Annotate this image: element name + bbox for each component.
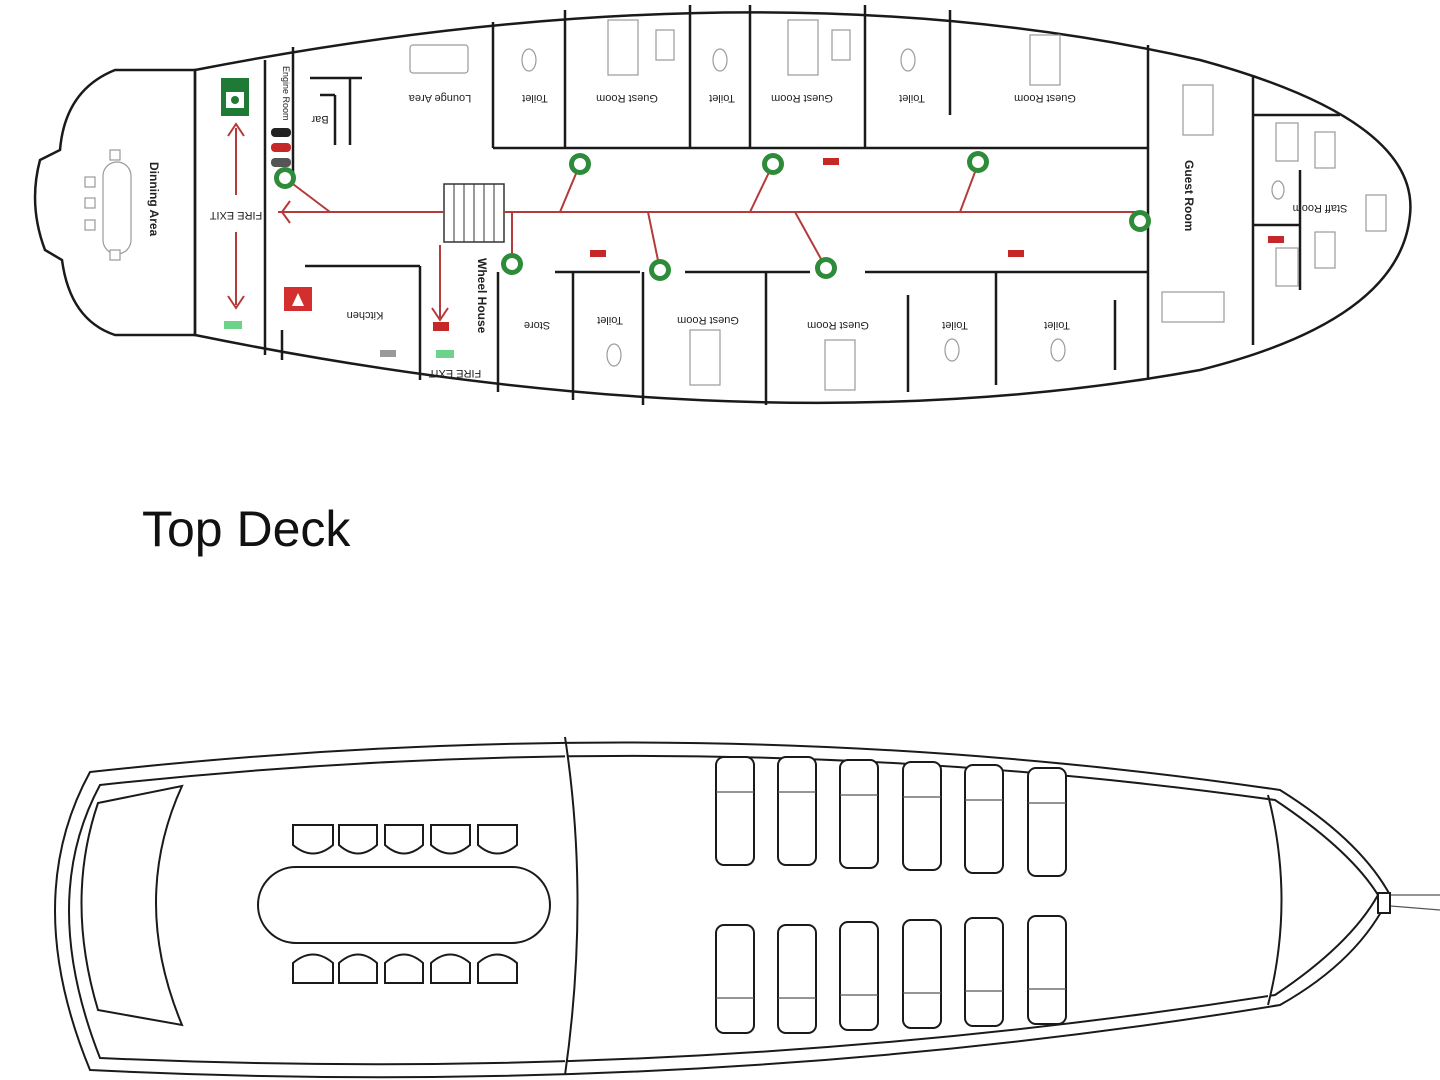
chair — [84, 176, 96, 188]
toilet-fixture — [944, 338, 960, 362]
toilet-label: Toilet — [942, 319, 968, 331]
fire-alarm-icon — [284, 287, 312, 311]
dining-bow — [33, 68, 197, 337]
chair — [109, 149, 121, 161]
chair — [84, 197, 96, 209]
toilet-fixture — [1050, 338, 1066, 362]
assembly-point-icon — [649, 259, 671, 281]
dining-table — [102, 161, 132, 255]
sun-loungers-top — [715, 756, 1067, 877]
bed — [1275, 122, 1299, 162]
bed — [1182, 84, 1214, 136]
bar-label: Bar — [311, 113, 328, 125]
bed — [1275, 247, 1299, 287]
toilet-fixture — [521, 48, 537, 72]
assembly-point-icon — [967, 151, 989, 173]
toilet-label: Toilet — [899, 92, 925, 104]
bed — [1161, 291, 1225, 323]
toilet-label: Toilet — [709, 92, 735, 104]
dining-area-label: Dinning Area — [147, 162, 161, 237]
assembly-point-icon — [501, 253, 523, 275]
toilet-fixture — [606, 343, 622, 367]
fire-extinguisher-icon — [1268, 236, 1284, 243]
assembly-point-icon — [1129, 210, 1151, 232]
fire-exit-bottom-label: FIRE EXIT — [428, 367, 481, 379]
fire-extinguisher-icon — [433, 322, 449, 331]
chair-row-bottom — [292, 953, 518, 984]
toilet-label: Toilet — [1044, 319, 1070, 331]
kitchen-label: Kitchen — [347, 309, 384, 321]
guest-room-label-aft: Guest Room — [1182, 160, 1196, 231]
toilet-fixture — [1271, 180, 1285, 200]
evacuation-route — [227, 122, 1138, 322]
top-deck-title: Top Deck — [142, 501, 351, 557]
toilet-label: Toilet — [597, 314, 623, 326]
guest-room-label: Guest Room — [771, 92, 833, 104]
bed — [1365, 194, 1387, 232]
bed — [1029, 34, 1061, 86]
fire-extinguisher-icon — [380, 350, 396, 357]
sun-loungers-bottom — [715, 915, 1067, 1034]
guest-room-label: Guest Room — [807, 319, 869, 331]
bed — [1314, 131, 1336, 169]
store-label: Store — [524, 319, 550, 331]
fire-extinguisher-icon — [823, 158, 839, 165]
fire-extinguisher-icon — [1008, 250, 1024, 257]
stern-rail — [80, 784, 184, 1027]
bed — [689, 329, 721, 386]
assembly-sign-icon — [221, 78, 249, 116]
fire-extinguisher-icon — [590, 250, 606, 257]
exit-sign-icon — [224, 321, 242, 329]
wheel-house-label: Wheel House — [475, 258, 489, 334]
toilet-fixture — [900, 48, 916, 72]
bed — [607, 19, 639, 76]
staff-room-label: Staff Room — [1293, 202, 1348, 214]
exit-sign-icon — [436, 350, 454, 358]
guest-room-label: Guest Room — [677, 314, 739, 326]
bed — [787, 19, 819, 76]
chair — [109, 249, 121, 261]
guest-room-label: Guest Room — [1014, 92, 1076, 104]
fire-exit-left-label: FIRE EXIT — [209, 209, 262, 221]
top-deck-table — [257, 866, 551, 944]
toilet-fixture — [712, 48, 728, 72]
cabinet — [831, 29, 851, 61]
gas-cylinders-icon — [271, 128, 291, 167]
engine-room-label: Engine Room — [281, 66, 291, 121]
bed — [1314, 231, 1336, 269]
sofa — [409, 44, 469, 74]
cabinet — [655, 29, 675, 61]
stairs — [443, 183, 505, 243]
aft-divider — [1267, 794, 1283, 1006]
assembly-point-icon — [274, 167, 296, 189]
lounge-area-label: Lounge Area — [408, 92, 471, 104]
assembly-point-icon — [815, 257, 837, 279]
deck-divider — [564, 736, 579, 1076]
bed — [824, 339, 856, 391]
toilet-label: Toilet — [522, 92, 548, 104]
chair — [84, 219, 96, 231]
chair-row-top — [292, 824, 518, 855]
assembly-point-icon — [569, 153, 591, 175]
assembly-point-icon — [762, 153, 784, 175]
guest-room-label: Guest Room — [596, 92, 658, 104]
main-deck-hull — [193, 11, 1412, 405]
